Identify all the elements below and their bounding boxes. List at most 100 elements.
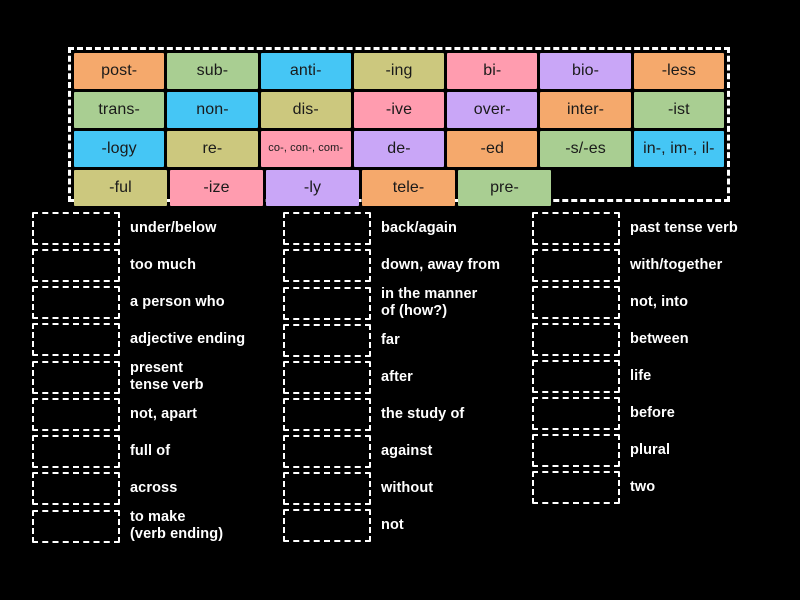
drop-slot[interactable] [283,472,371,506]
drop-slot[interactable] [283,509,371,543]
draggable-tile[interactable]: bi- [447,53,538,89]
drop-slot[interactable] [32,509,120,543]
draggable-tile[interactable]: co-, con-, com- [260,131,351,167]
answer-label: before [630,404,675,421]
answer-label: with/together [630,256,723,273]
draggable-tile[interactable]: post- [74,53,165,89]
answer-row: two [532,471,794,504]
answer-column-3: past tense verb with/together not, into bet… [532,212,794,508]
answer-row: back/again [283,212,531,245]
draggable-tile[interactable]: in-, im-, il- [633,131,724,167]
draggable-tile[interactable]: inter- [540,92,631,128]
answer-label: life [630,367,652,384]
answer-row: in the manner of (how?) [283,286,531,320]
drop-slot[interactable] [32,398,120,432]
answer-label: too much [130,256,197,273]
answer-label: to make (verb ending) [130,509,224,543]
drop-slot[interactable] [532,286,620,319]
answer-row: under/below [32,212,280,245]
drop-slot[interactable] [532,471,620,504]
answer-label: not, into [630,293,689,310]
answer-label: across [130,480,178,497]
drop-slot[interactable] [32,323,120,356]
drop-slot[interactable] [32,212,120,245]
answer-row: between [532,323,794,356]
answer-row: full of [32,435,280,469]
drop-slot[interactable] [532,397,620,430]
answer-label: not, apart [130,406,198,423]
answer-label: past tense verb [630,219,738,236]
answer-label: down, away from [381,256,501,273]
drop-slot[interactable] [32,360,120,394]
answer-label: under/below [130,219,217,236]
answer-row: without [283,472,531,506]
answer-row: present tense verb [32,360,280,394]
answer-column-1: under/below too much a person who adjective… [32,212,280,547]
answer-row: a person who [32,286,280,319]
answer-row: not [283,509,531,543]
answer-label: between [630,330,689,347]
drop-slot[interactable] [283,324,371,358]
draggable-tile[interactable]: -ize [170,170,263,206]
draggable-tile[interactable]: -ive [353,92,445,128]
draggable-tile[interactable]: -less [633,53,724,89]
drop-slot[interactable] [283,249,371,282]
draggable-tile[interactable]: -ed [447,131,538,167]
drop-slot[interactable] [532,323,620,356]
drop-slot[interactable] [32,249,120,282]
drop-slot[interactable] [532,249,620,282]
answer-label: in the manner of (how?) [381,286,478,320]
answer-row: not, into [532,286,794,319]
answer-row: plural [532,434,794,467]
draggable-tile[interactable]: -s/-es [540,131,631,167]
answer-row: too much [32,249,280,282]
answer-row: far [283,324,531,358]
drop-slot[interactable] [283,435,371,469]
drop-slot[interactable] [32,472,120,506]
drop-slot[interactable] [283,286,371,320]
draggable-tile[interactable]: -ing [353,53,445,89]
draggable-tile[interactable]: over- [447,92,538,128]
draggable-tile[interactable]: bio- [540,53,631,89]
drop-slot[interactable] [532,434,620,467]
draggable-tile[interactable]: trans- [74,92,165,128]
drop-slot[interactable] [532,212,620,245]
draggable-tile[interactable]: tele- [362,170,455,206]
answer-label: back/again [381,219,457,236]
draggable-tile[interactable]: de- [353,131,445,167]
draggable-tile[interactable]: anti- [260,53,351,89]
drop-slot[interactable] [532,360,620,393]
draggable-tile[interactable]: dis- [260,92,351,128]
answer-row: with/together [532,249,794,282]
answer-row: across [32,472,280,506]
answer-label: full of [130,443,171,460]
draggable-tile[interactable]: -ly [266,170,359,206]
draggable-tile[interactable]: sub- [167,53,258,89]
draggable-tile[interactable]: non- [167,92,258,128]
drop-slot[interactable] [32,435,120,469]
answer-label: present tense verb [130,360,204,394]
answer-row: before [532,397,794,430]
drop-slot[interactable] [283,212,371,245]
answer-row: after [283,361,531,395]
draggable-tile[interactable]: re- [167,131,258,167]
answer-label: far [381,332,400,349]
drop-slot[interactable] [283,361,371,395]
drop-slot[interactable] [32,286,120,319]
answer-column-2: back/again down, away from in the manner o… [283,212,531,546]
answer-label: not [381,517,404,534]
answer-label: a person who [130,293,225,310]
answer-row: down, away from [283,249,531,282]
answer-label: plural [630,441,671,458]
draggable-tile[interactable]: pre- [458,170,551,206]
drop-slot[interactable] [283,398,371,432]
draggable-tile[interactable]: -logy [74,131,165,167]
draggable-tile[interactable]: -ist [633,92,724,128]
answer-row: the study of [283,398,531,432]
draggable-tile[interactable]: -ful [74,170,167,206]
answer-row: adjective ending [32,323,280,356]
answer-row: life [532,360,794,393]
